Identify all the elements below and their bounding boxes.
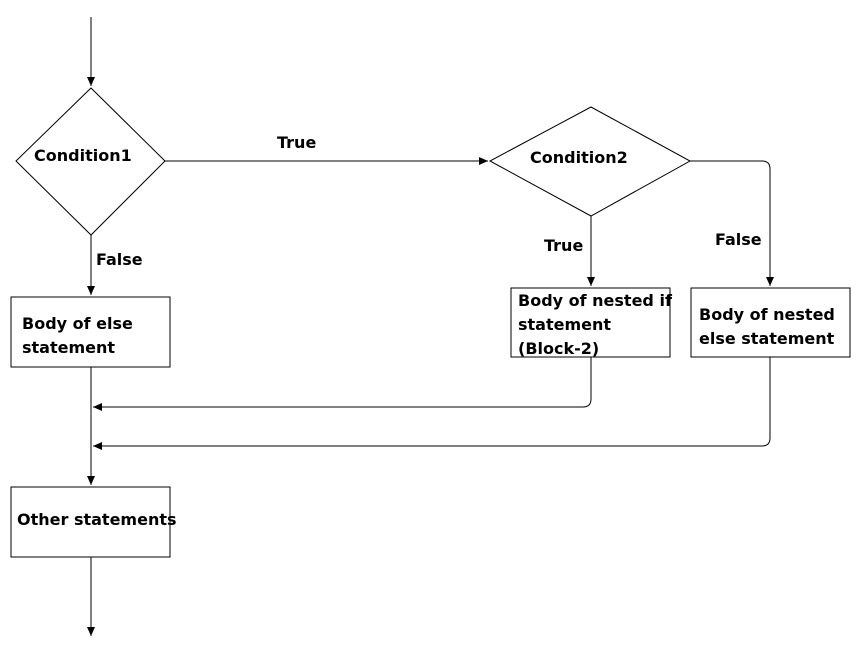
else-body-line-2: statement	[22, 338, 115, 357]
nested-if-body-line-1: Body of nested if	[518, 291, 673, 310]
nested-if-body-line-2: statement	[518, 315, 611, 334]
nested-if-return-arrow	[93, 357, 592, 411]
condition1-false-label: False	[96, 250, 143, 269]
condition1-true-label: True	[277, 133, 316, 152]
other-statements-box	[10, 486, 171, 558]
nested-else-body-line-2: else statement	[699, 329, 835, 348]
nested-if-body-box	[510, 287, 671, 358]
nested-else-body-box	[690, 287, 851, 358]
nested-else-body-line-1: Body of nested	[699, 305, 835, 324]
else-body-line-1: Body of else	[22, 314, 133, 333]
condition2-label: Condition2	[530, 148, 628, 167]
other-statements-label: Other statements	[17, 510, 177, 529]
condition2-false-label: False	[715, 230, 762, 249]
nested-else-return-arrow	[93, 357, 771, 450]
nested-if-body-line-3: (Block-2)	[518, 339, 599, 358]
condition2-true-label: True	[544, 236, 583, 255]
condition1-label: Condition1	[34, 146, 132, 165]
condition2-false-arrow	[690, 160, 774, 286]
